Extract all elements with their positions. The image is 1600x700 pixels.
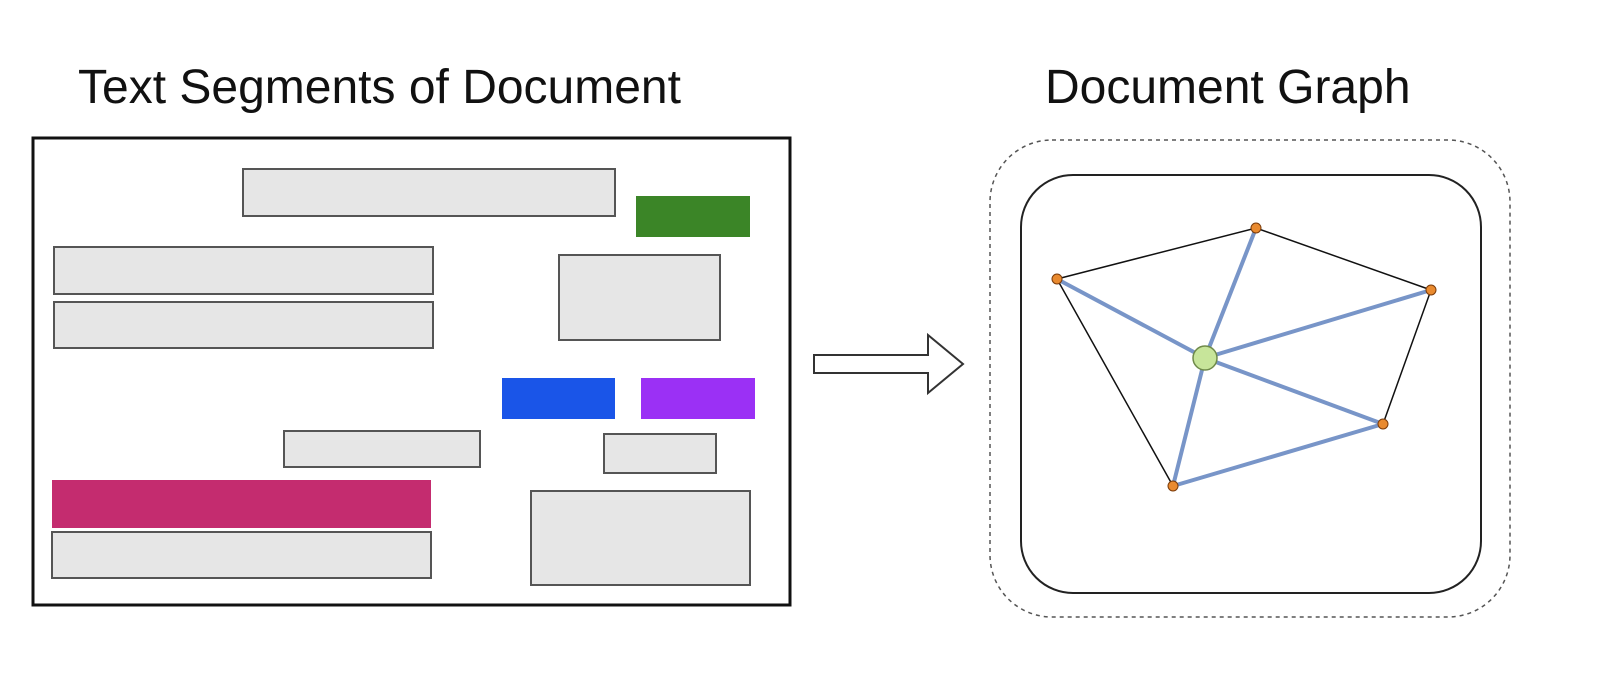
graph-node	[1051, 273, 1063, 285]
graph-edge	[1204, 288, 1432, 360]
graph-center-node	[1192, 345, 1218, 371]
graph-node	[1425, 284, 1437, 296]
graph-edge	[1172, 422, 1384, 488]
magenta-segment	[52, 480, 431, 528]
graph-node	[1167, 480, 1179, 492]
graph-edge	[1203, 227, 1258, 359]
text-segment	[51, 531, 432, 579]
graph-edge	[1056, 277, 1206, 360]
document-graph-title: Document Graph	[1045, 61, 1411, 114]
green-segment	[636, 196, 750, 237]
right-arrow-icon	[813, 332, 965, 396]
graph	[1051, 222, 1437, 492]
graph-edge	[1171, 357, 1207, 487]
text-segments-title: Text Segments of Document	[78, 61, 681, 114]
outer-edges	[1055, 227, 1432, 487]
text-segment	[530, 490, 751, 586]
graph-edge	[1204, 356, 1384, 426]
text-segment	[53, 301, 434, 349]
text-segment	[603, 433, 717, 474]
text-segment	[53, 246, 434, 295]
graph-inner-frame	[1020, 174, 1482, 594]
text-segment	[242, 168, 616, 217]
blue-segment	[502, 378, 615, 419]
text-segment	[283, 430, 481, 468]
graph-node	[1250, 222, 1262, 234]
purple-segment	[641, 378, 755, 419]
segments	[51, 168, 755, 586]
graph-node	[1377, 418, 1389, 430]
text-segment	[558, 254, 721, 341]
